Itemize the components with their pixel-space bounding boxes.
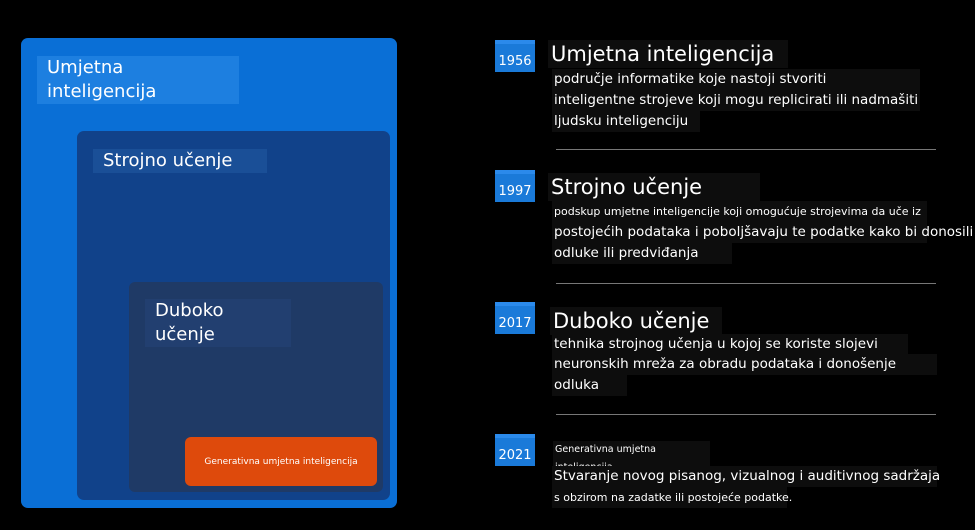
divider [556, 283, 936, 284]
timeline-desc-ai-line1: područje informatike koje nastoji stvori… [552, 69, 920, 90]
timeline-desc-ai-line2: inteligentne strojeve koji mogu replicir… [552, 90, 920, 111]
timeline-desc-ml-line2: postojećih podataka i poboljšavaju te po… [552, 222, 973, 243]
year-badge-2021: 2021 [495, 434, 535, 466]
timeline-desc-ml-line1: podskup umjetne inteligencije koji omogu… [552, 201, 927, 222]
year-badge-1956: 1956 [495, 40, 535, 72]
timeline-desc-ai-line3: ljudsku inteligenciju [552, 111, 700, 132]
genai-box: Generativna umjetna inteligencija [185, 437, 377, 486]
timeline-title-ml: Strojno učenje [548, 173, 760, 201]
year-badge-2017: 2017 [495, 302, 535, 334]
timeline-desc-ml-line3: odluke ili predviđanja [552, 243, 732, 264]
year-badge-1997: 1997 [495, 170, 535, 202]
timeline-title-ai: Umjetna inteligencija [548, 40, 788, 68]
ai-box-label: Umjetna inteligencija [37, 56, 239, 104]
timeline-desc-dl-line3: odluka [552, 375, 627, 396]
divider [556, 149, 936, 150]
dl-box-label: Duboko učenje [145, 299, 291, 347]
timeline-desc-dl-line2: neuronskih mreža za obradu podataka i do… [552, 354, 937, 375]
timeline-desc-genai-line2: s obzirom na zadatke ili postojeće podat… [552, 487, 792, 508]
divider [556, 414, 936, 415]
timeline-desc-dl-line1: tehnika strojnog učenja u kojoj se koris… [552, 334, 908, 355]
ml-box-label: Strojno učenje [93, 149, 267, 173]
timeline-desc-genai-line1: Stvaranje novog pisanog, vizualnog i aud… [552, 466, 940, 487]
timeline-title-dl: Duboko učenje [550, 307, 722, 335]
